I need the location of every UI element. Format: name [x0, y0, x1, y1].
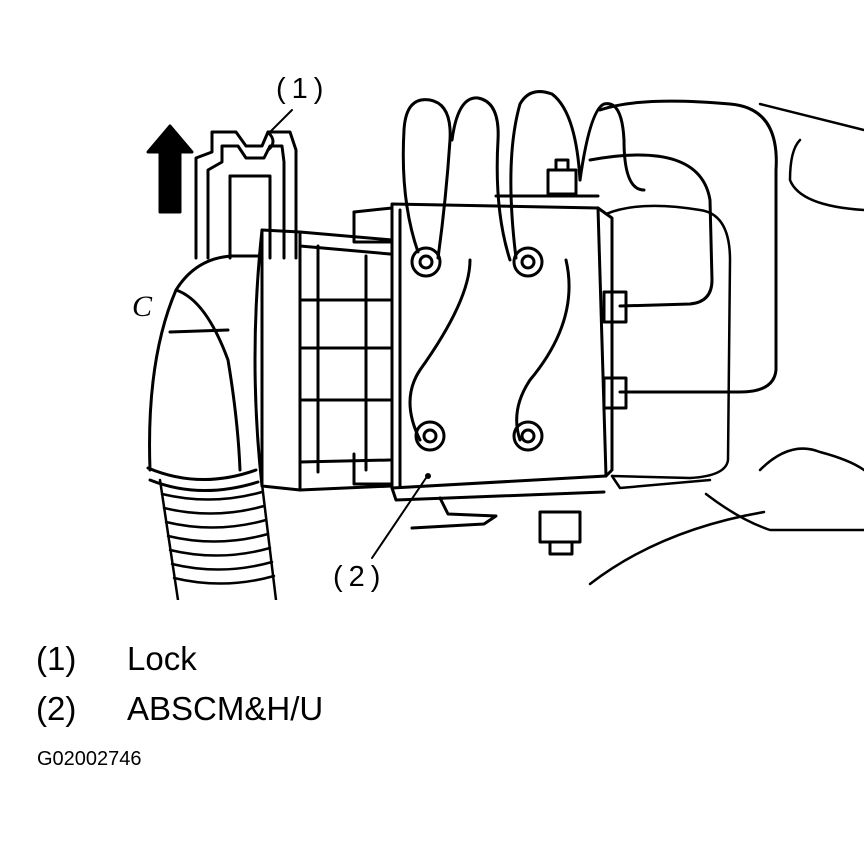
legend-row-1: (1) Lock: [36, 634, 736, 684]
legend-label: Lock: [127, 640, 197, 677]
legend: (1) Lock (2) ABSCM&H/U: [36, 634, 736, 734]
callout-2-label: (2): [333, 561, 387, 593]
pipe-fittings: [410, 246, 628, 452]
top-bolt: [546, 158, 578, 196]
motor-housing: [146, 254, 264, 493]
brake-pipes: [401, 90, 778, 442]
legend-label: ABSCM&H/U: [127, 690, 324, 727]
corrugated-hose: [158, 478, 278, 600]
legend-number: (1): [36, 640, 77, 677]
abs-unit-illustration: [146, 90, 864, 600]
bottom-nut: [410, 496, 582, 556]
pump-cylinder: [253, 206, 394, 492]
mounting-bracket: [588, 102, 864, 586]
lock-clip: [194, 130, 298, 260]
up-arrow-icon: [146, 124, 194, 214]
reference-code: G02002746: [37, 748, 142, 770]
hydraulic-unit-block: [390, 194, 614, 502]
legend-number: (2): [36, 690, 77, 727]
legend-row-2: (2) ABSCM&H/U: [36, 684, 736, 734]
callout-1-label: (1): [276, 73, 330, 105]
side-mark: C: [132, 290, 153, 323]
